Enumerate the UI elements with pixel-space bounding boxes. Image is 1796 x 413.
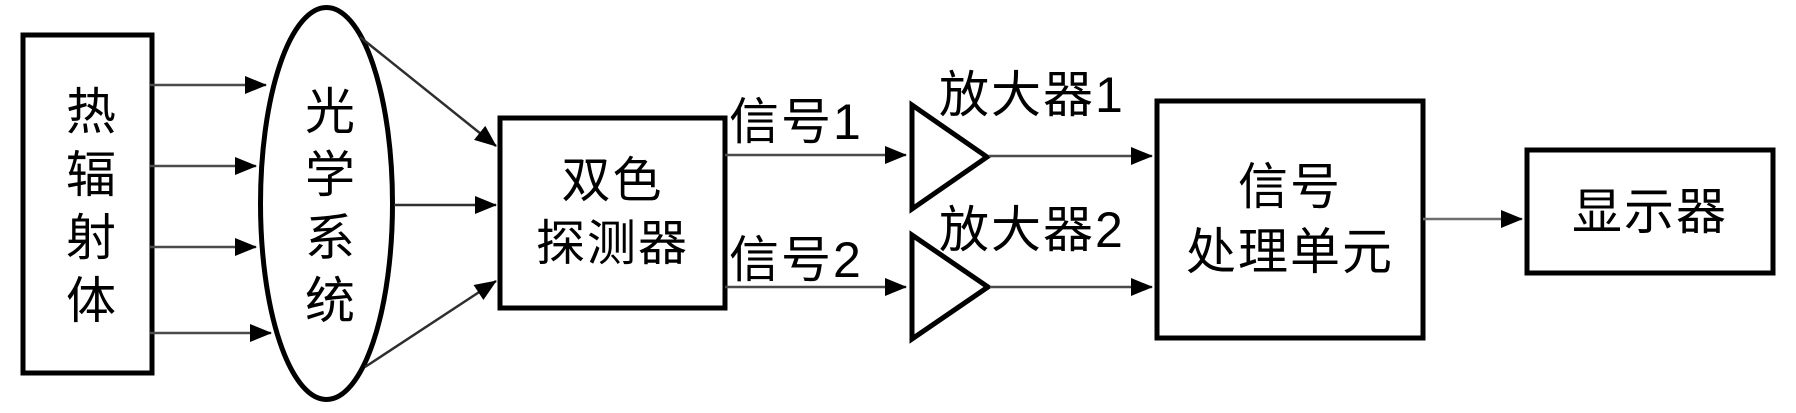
amplifier1-triangle [909,100,992,214]
processing-unit-label: 信号 处理单元 [1159,103,1421,336]
display-label: 显示器 [1572,183,1728,240]
processing-unit-label-line2: 处理单元 [1186,223,1394,280]
amplifier1-label: 放大器1 [939,67,1125,123]
display-box [1524,147,1776,276]
optical-system-ellipse [258,5,395,402]
optical-system-label: 光学系统 [298,85,354,337]
thermal-radiator-label: 热辐射体 [59,85,115,337]
detector-box [497,115,728,311]
detector-label: 双色 探测器 [502,120,723,306]
detector-label-line2: 探测器 [535,217,689,271]
optics-to-detector-arrow-top [359,36,497,147]
optics-to-detector-arrow-bottom [364,279,497,369]
amplifier2-triangle [909,230,993,344]
detector-label-line1: 双色 [561,154,664,208]
amplifier2-label: 放大器2 [939,202,1125,258]
thermal-radiator-box [20,32,155,376]
processing-unit-label-line1: 信号 [1238,158,1342,215]
signal1-label: 信号1 [729,94,863,150]
signal2-label: 信号2 [729,232,863,288]
